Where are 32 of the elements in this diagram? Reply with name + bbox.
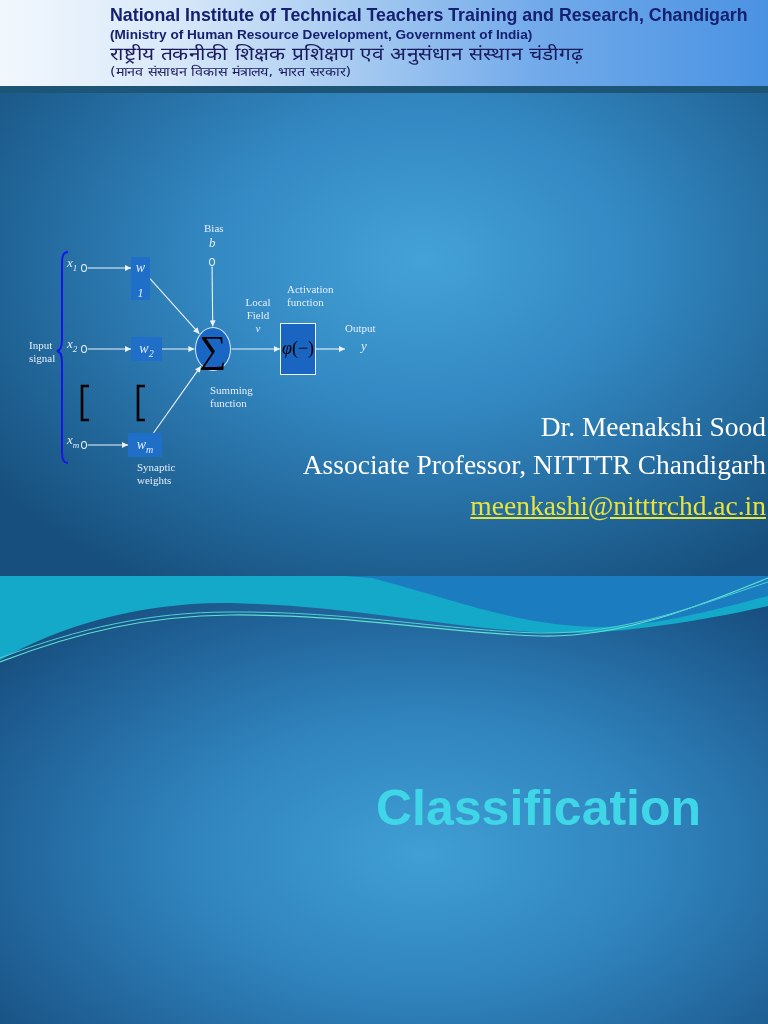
activation-box: φ(−) bbox=[280, 323, 316, 375]
weight-box: w$_{2}$ bbox=[131, 337, 162, 361]
output-label: Output bbox=[345, 322, 376, 335]
arrow bbox=[152, 365, 202, 434]
header-title: राष्ट्रीय तकनीकी शिक्षक प्रशिक्षण एवं अनुसंधान संस्थान चंडीगढ़ bbox=[110, 43, 583, 65]
bias-symbol: b bbox=[209, 236, 216, 250]
bias-label: Bias bbox=[204, 222, 224, 235]
arrow bbox=[87, 265, 132, 271]
input-label: x$_{1}$ bbox=[67, 256, 78, 275]
header-subtitle: (मानव संसाधन विकास मंत्रालय, भारत सरकार) bbox=[110, 64, 352, 80]
edge-label: Local Field v bbox=[244, 296, 272, 335]
weight-box: w$_{m}$ bbox=[128, 433, 162, 457]
header-subtitle: (Ministry of Human Resource Development, Government of India) bbox=[110, 27, 533, 43]
email-link: meenkashi@nitttrchd.ac.in bbox=[470, 489, 766, 522]
arrow bbox=[87, 346, 132, 352]
author-name: Dr. Meenakshi Sood bbox=[540, 410, 766, 443]
input-label: x$_{m}$ bbox=[67, 433, 80, 452]
author-title: Associate Professor, NITTTR Chandigarh bbox=[302, 448, 766, 481]
output-symbol: y bbox=[361, 339, 367, 353]
header-title: National Institute of Technical Teachers Training and Research, Chandigarh bbox=[110, 5, 748, 26]
node-caption: Activation function bbox=[287, 283, 335, 309]
arrow bbox=[231, 346, 281, 352]
arrow bbox=[149, 278, 200, 335]
arrow bbox=[87, 442, 129, 448]
arrow bbox=[161, 346, 195, 352]
input-label: x$_{2}$ bbox=[67, 337, 78, 356]
arrow bbox=[315, 346, 346, 352]
arrow bbox=[209, 266, 216, 327]
group-label: Synaptic weights bbox=[137, 461, 177, 487]
node-caption: Summing function bbox=[210, 384, 254, 410]
slide-title: Classification bbox=[376, 779, 702, 837]
group-label: Input signal bbox=[29, 339, 57, 365]
